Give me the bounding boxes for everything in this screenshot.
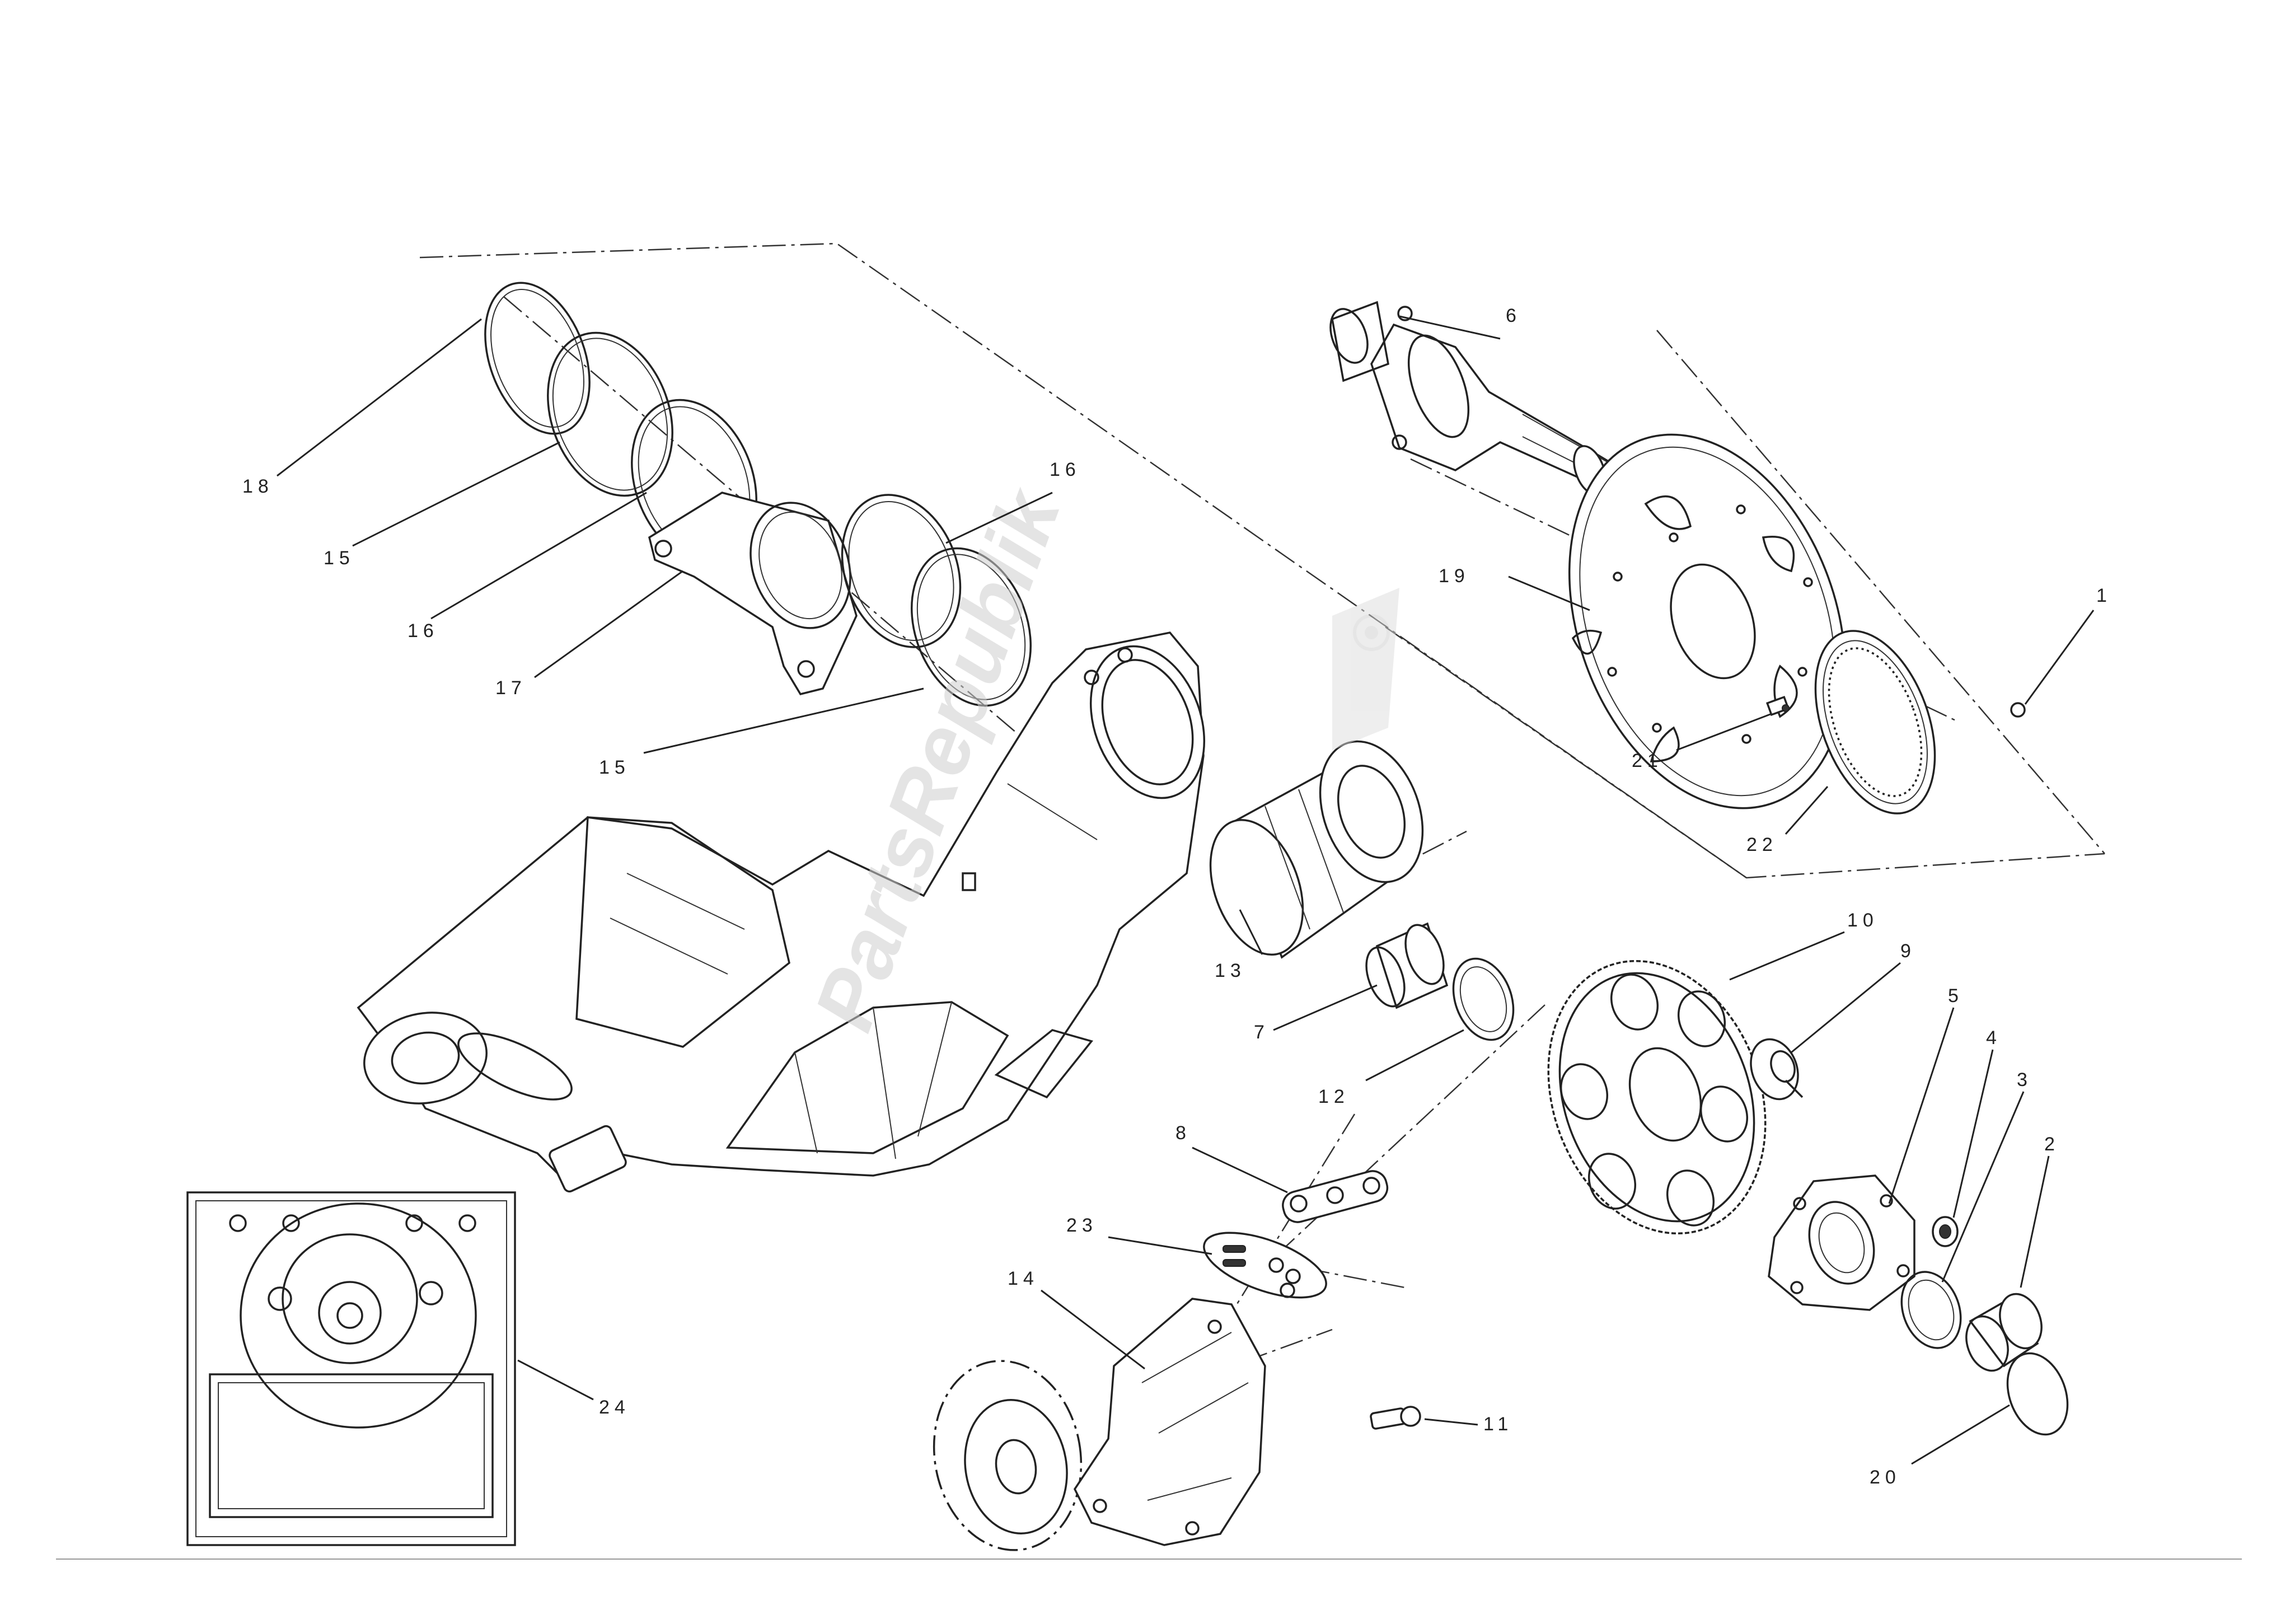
gear-icon [1332,588,1399,750]
rear-sprocket-10 [1547,960,1767,1235]
washer-3 [1900,1271,1962,1349]
callout-11: 11 [1483,1414,1513,1435]
callout-23: 23 [1066,1215,1098,1236]
callout-15-lower: 15 [599,757,630,778]
callout-13: 13 [1215,960,1246,981]
callout-24: 24 [599,1397,630,1418]
chain-kit-23 [1203,1232,1327,1299]
callout-21: 21 [1632,750,1663,771]
callout-16-top: 16 [1050,459,1081,480]
callout-22: 22 [1746,834,1778,855]
seal-ring-15-lower [910,547,1032,707]
callout-3: 3 [2017,1069,2032,1091]
sprocket-cover-14 [1073,1298,1266,1546]
callout-9: 9 [1900,940,1916,962]
front-sprocket [933,1360,1083,1551]
circlip-20 [2006,1352,2069,1436]
callout-15-top: 15 [324,547,355,569]
callout-14: 14 [1008,1268,1039,1289]
bracket-17 [648,492,858,696]
callout-7: 7 [1254,1022,1270,1043]
swingarm [357,631,1206,1193]
callout-18: 18 [242,476,274,497]
callout-labels: 18 15 16 17 16 15 6 19 1 21 22 13 7 12 1… [242,305,2112,1488]
axle-nut-2 [1965,1293,2043,1372]
leader-lines [277,315,2095,1465]
axle-6 [1329,301,1625,495]
callout-1: 1 [2096,585,2112,606]
sprocket-carrier-5 [1768,1174,1915,1311]
callout-8: 8 [1175,1122,1191,1144]
bolt-11 [1370,1406,1421,1430]
screw-1 [2010,702,2026,718]
seal-12 [1452,957,1515,1041]
bolt-21 [1765,695,1790,717]
o-ring-16-lower [841,494,962,648]
seal-ring-15-top [547,331,673,497]
callout-4: 4 [1986,1027,2002,1049]
callout-2: 2 [2044,1134,2060,1155]
brake-disc-19 [1568,433,1846,809]
chain-link-8 [1282,1170,1389,1223]
bearing-9 [1750,1038,1804,1101]
nut-4 [1932,1216,1959,1247]
callout-19: 19 [1439,565,1470,587]
circlip-18 [484,282,591,435]
inset-diagram-24 [186,1191,516,1546]
spacer-7 [1365,922,1449,1009]
callout-6: 6 [1506,305,1521,326]
callout-12: 12 [1318,1086,1350,1107]
callout-5: 5 [1948,985,1964,1007]
callout-16-lower: 16 [408,620,439,642]
callout-10: 10 [1847,910,1879,931]
callout-17: 17 [495,677,527,699]
tone-ring-22 [1814,630,1936,815]
eccentric-hub-13 [1209,740,1424,959]
callout-20: 20 [1870,1467,1901,1488]
